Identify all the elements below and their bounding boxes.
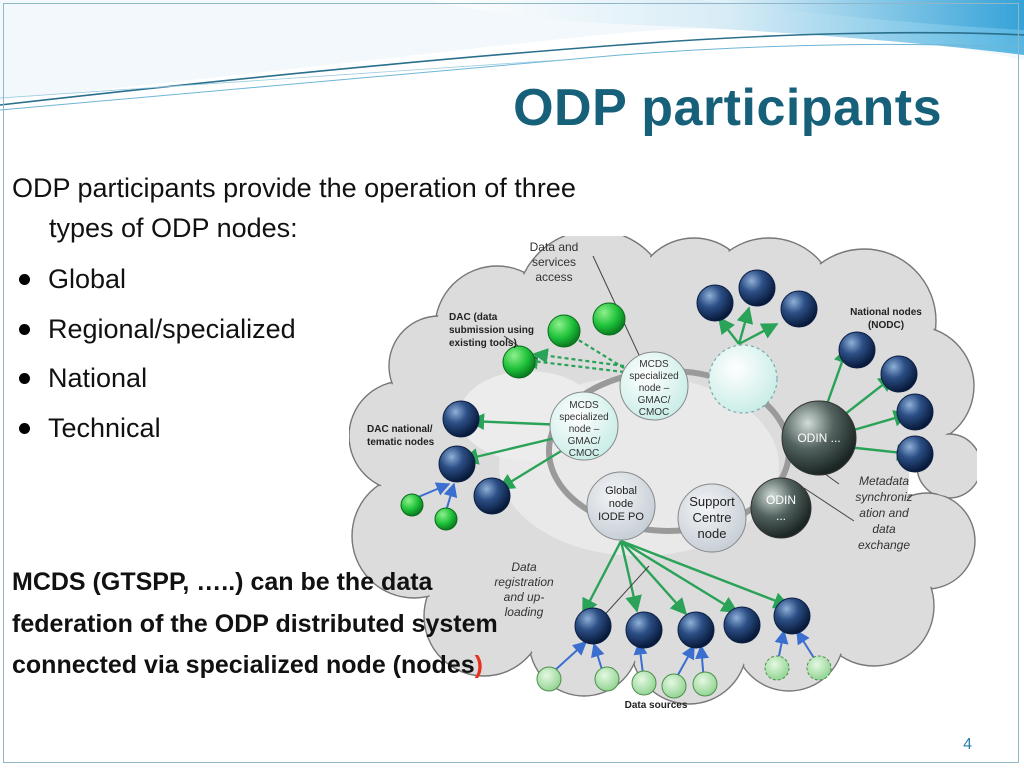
list-item-label: Regional/specialized <box>48 313 296 344</box>
node-label: CMOC <box>639 407 670 418</box>
page-number: 4 <box>963 736 972 753</box>
node-label: node – <box>639 383 670 394</box>
node-label: GMAC/ <box>568 436 601 447</box>
slide-title: ODP participants <box>513 79 942 137</box>
node-label: node <box>698 526 727 541</box>
odin-node-small: ODIN ... <box>750 477 812 539</box>
diagram-canvas: MCDS specialized node – GMAC/ CMOC MCDS … <box>349 236 977 711</box>
mcds-note-text: MCDS (GTSPP, …..) can be the data federa… <box>12 568 498 679</box>
mcds-node-upper: MCDS specialized node – GMAC/ CMOC <box>619 351 689 421</box>
node-label: Global <box>605 485 637 497</box>
label-metadata: data <box>872 522 896 536</box>
list-item-label: Technical <box>48 412 161 443</box>
node-type-list: Global Regional/specialized National Tec… <box>12 255 296 453</box>
node-label: node <box>609 498 633 510</box>
bullet-icon <box>19 422 30 434</box>
list-item: Regional/specialized <box>12 305 296 355</box>
node-label: CMOC <box>569 448 600 459</box>
label-data-access: Data and <box>530 240 579 254</box>
intro-line-1: ODP participants provide the operation o… <box>12 173 576 203</box>
bullet-icon <box>19 274 30 286</box>
label-registration: and up- <box>504 590 545 604</box>
label-dac-tools: existing tools) <box>449 338 517 349</box>
national-nodes <box>438 269 934 649</box>
node-label: specialized <box>629 371 678 382</box>
node-label: node – <box>569 424 600 435</box>
label-metadata: exchange <box>858 538 910 552</box>
label-dac-national: tematic nodes <box>367 437 435 448</box>
node-label: specialized <box>559 412 608 423</box>
list-item-label: National <box>48 363 148 393</box>
label-dac-national: DAC national/ <box>367 424 433 435</box>
list-item: Technical <box>12 404 296 454</box>
label-metadata: Metadata <box>859 474 909 488</box>
label-metadata: synchroniz <box>855 490 912 504</box>
node-label: Support <box>689 494 735 509</box>
odin-node-large: ODIN ... <box>781 400 857 476</box>
empty-node <box>708 344 778 414</box>
mcds-note: MCDS (GTSPP, …..) can be the data federa… <box>12 562 502 687</box>
label-data-access: access <box>535 270 572 284</box>
node-label: ODIN <box>766 493 796 507</box>
node-label: ... <box>776 509 786 523</box>
label-national-nodes: (NODC) <box>868 320 904 331</box>
list-item: Global <box>12 255 296 305</box>
label-registration: Data <box>511 560 537 574</box>
list-item: National <box>12 354 296 404</box>
label-dac-tools: DAC (data <box>449 312 498 323</box>
intro-line-2: types of ODP nodes: <box>49 213 298 243</box>
node-label: Centre <box>692 510 731 525</box>
diagram-labels: Data and services access DAC (data submi… <box>367 240 922 711</box>
label-national-nodes: National nodes <box>850 307 922 318</box>
odp-network-diagram: MCDS specialized node – GMAC/ CMOC MCDS … <box>349 236 977 714</box>
label-data-sources: Data sources <box>625 700 688 711</box>
bullet-icon <box>19 323 30 335</box>
label-metadata: ation and <box>859 506 909 520</box>
global-node: Global node IODE PO <box>586 471 656 541</box>
list-item-label: Global <box>48 264 127 294</box>
node-label: ODIN ... <box>797 431 840 445</box>
intro-text: ODP participants provide the operation o… <box>12 168 692 248</box>
label-dac-tools: submission using <box>449 325 534 336</box>
header-wave-decoration <box>0 0 1024 111</box>
mcds-note-paren: ) <box>474 651 483 679</box>
bullet-icon <box>19 373 30 385</box>
data-source-nodes <box>536 655 832 699</box>
dac-nodes <box>400 302 626 531</box>
node-label: GMAC/ <box>638 395 671 406</box>
node-label: IODE PO <box>598 511 644 523</box>
label-registration: registration <box>494 575 554 589</box>
support-centre-node: Support Centre node <box>677 483 747 553</box>
label-registration: loading <box>505 605 544 619</box>
node-label: MCDS <box>569 400 599 411</box>
node-label: MCDS <box>639 359 669 370</box>
label-data-access: services <box>532 255 576 269</box>
mcds-node-lower: MCDS specialized node – GMAC/ CMOC <box>549 391 619 461</box>
